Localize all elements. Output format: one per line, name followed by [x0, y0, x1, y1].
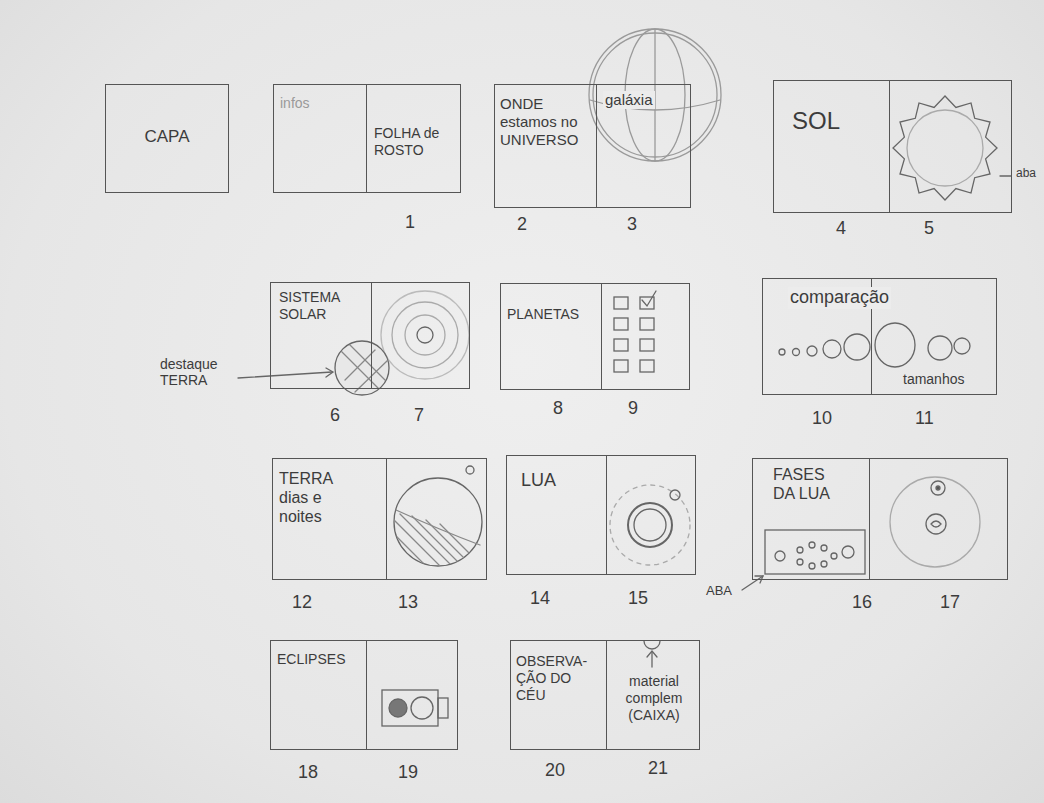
page-spread: ONDE estamos no UNIVERSO galáxia: [494, 84, 691, 208]
page-text: PLANETAS: [507, 306, 599, 323]
page-text: galáxia: [603, 91, 655, 109]
page-divider: [371, 283, 372, 388]
box-notch-sketch: [644, 641, 660, 667]
annotation: aba: [1016, 167, 1036, 181]
page-text: ONDE estamos no UNIVERSO: [500, 95, 592, 149]
page-divider: [366, 641, 367, 749]
page-number: 2: [517, 214, 527, 235]
page-divider: [601, 284, 602, 389]
earth-day-night-sketch: [390, 466, 490, 578]
page-spread: PLANETAS: [500, 283, 690, 390]
page-number: 7: [414, 405, 424, 426]
eclipse-sketch: [382, 690, 448, 726]
page-number: 4: [836, 218, 846, 239]
page-spread: FASES DA LUA: [752, 458, 1008, 580]
annotation: destaque TERRA: [160, 356, 234, 388]
page-spread: TERRA dias e noites: [272, 458, 487, 580]
size-comparison-sketch: [779, 323, 970, 367]
page-divider: [869, 459, 870, 579]
page-number: 3: [627, 214, 637, 235]
page-text: FASES DA LUA: [773, 465, 847, 503]
page-number: 15: [628, 588, 648, 609]
page-number: 21: [648, 758, 668, 779]
page-number: 17: [940, 592, 960, 613]
page-spread: ECLIPSES: [270, 640, 458, 750]
page-number: 13: [398, 592, 418, 613]
galaxy-sketch: [589, 29, 721, 161]
page-text: SISTEMA SOLAR: [279, 289, 367, 323]
page-number: 6: [330, 405, 340, 426]
page-number: 19: [398, 762, 418, 783]
page-text: material complem (CAIXA): [611, 673, 697, 723]
sun-sketch: [893, 96, 1011, 200]
page-divider: [386, 459, 387, 579]
page-number: 9: [628, 398, 638, 419]
page-text: SOL: [792, 107, 882, 136]
page-spread: infosFOLHA de ROSTO: [273, 84, 461, 193]
annotation: ABA: [706, 584, 732, 599]
solar-system-sketch: [238, 291, 469, 395]
page-divider: [606, 456, 607, 574]
page-text: tamanhos: [903, 371, 993, 388]
page-divider: [596, 85, 597, 207]
page-number: 18: [298, 762, 318, 783]
page-divider: [889, 81, 890, 212]
page-divider: [366, 85, 367, 192]
cover-page: CAPA: [105, 84, 229, 193]
page-number: 5: [924, 218, 934, 239]
page-number: 10: [812, 408, 832, 429]
page-text: LUA: [521, 470, 591, 492]
page-text: CAPA: [118, 127, 216, 147]
moon-sketch: [610, 485, 690, 565]
page-text: ECLIPSES: [277, 651, 363, 668]
page-number: 1: [405, 212, 415, 233]
page-text: comparação: [788, 287, 891, 309]
page-text: FOLHA de ROSTO: [374, 125, 456, 159]
page-divider: [606, 641, 607, 749]
page-number: 20: [545, 760, 565, 781]
page-text: TERRA dias e noites: [279, 469, 345, 527]
page-spread: LUA: [506, 455, 696, 575]
page-number: 16: [852, 592, 872, 613]
page-text: infos: [280, 95, 360, 112]
page-spread: OBSERVA-ÇÃO DO CÉUmaterial complem (CAIX…: [510, 640, 700, 750]
page-number: 14: [530, 588, 550, 609]
page-spread: SOL: [773, 80, 1012, 213]
page-number: 12: [292, 592, 312, 613]
page-number: 11: [915, 408, 934, 429]
page-text: OBSERVA-ÇÃO DO CÉU: [516, 653, 602, 703]
planet-cards-sketch: [614, 291, 656, 372]
page-spread: comparação tamanhos: [762, 278, 997, 395]
page-spread: SISTEMA SOLAR: [270, 282, 470, 389]
page-number: 8: [553, 398, 563, 419]
